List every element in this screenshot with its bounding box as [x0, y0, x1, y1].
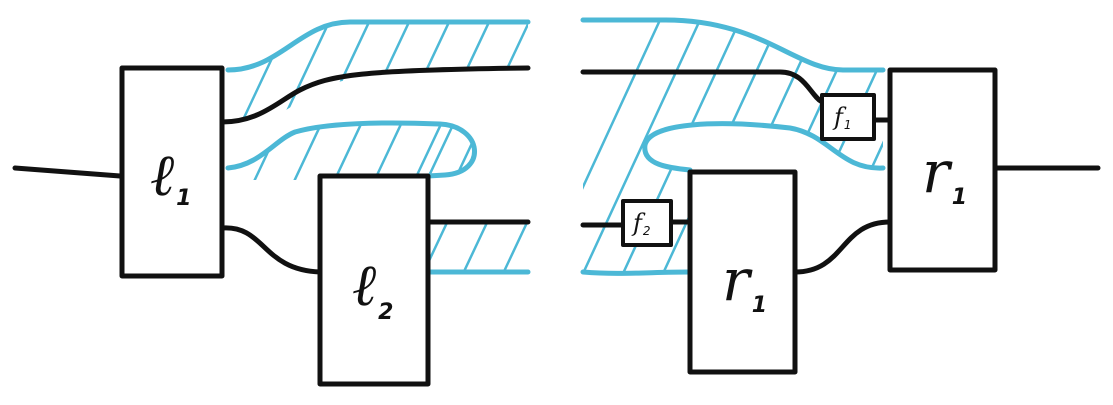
- left-region-top-boundary: [225, 19, 531, 73]
- left-wires: [12, 65, 531, 275]
- svg-text:r1: r1: [722, 246, 767, 318]
- right-region-loop-boundary: [642, 121, 886, 173]
- box-r1-small: r1: [687, 169, 798, 375]
- box-l1: ℓ1: [119, 65, 225, 279]
- box-f1: f1: [820, 93, 876, 141]
- svg-text:r1: r1: [922, 138, 967, 210]
- box-f2: f2: [621, 199, 673, 247]
- left-connector-wire: [219, 225, 323, 275]
- right-region-bottom-boundary: [580, 269, 693, 276]
- svg-text:ℓ1: ℓ1: [150, 141, 191, 211]
- right-region-top-boundary: [580, 17, 886, 73]
- right-top-wire: [580, 69, 825, 105]
- left-region-loop-boundary: [225, 120, 477, 179]
- left-input-wire: [12, 165, 123, 179]
- right-connector-wire: [792, 219, 893, 275]
- svg-text:ℓ2: ℓ2: [352, 251, 393, 325]
- box-r1-large: r1: [887, 67, 998, 273]
- right-wires: [580, 69, 1101, 275]
- left-top-wire: [219, 65, 531, 125]
- box-l2: ℓ2: [317, 173, 431, 387]
